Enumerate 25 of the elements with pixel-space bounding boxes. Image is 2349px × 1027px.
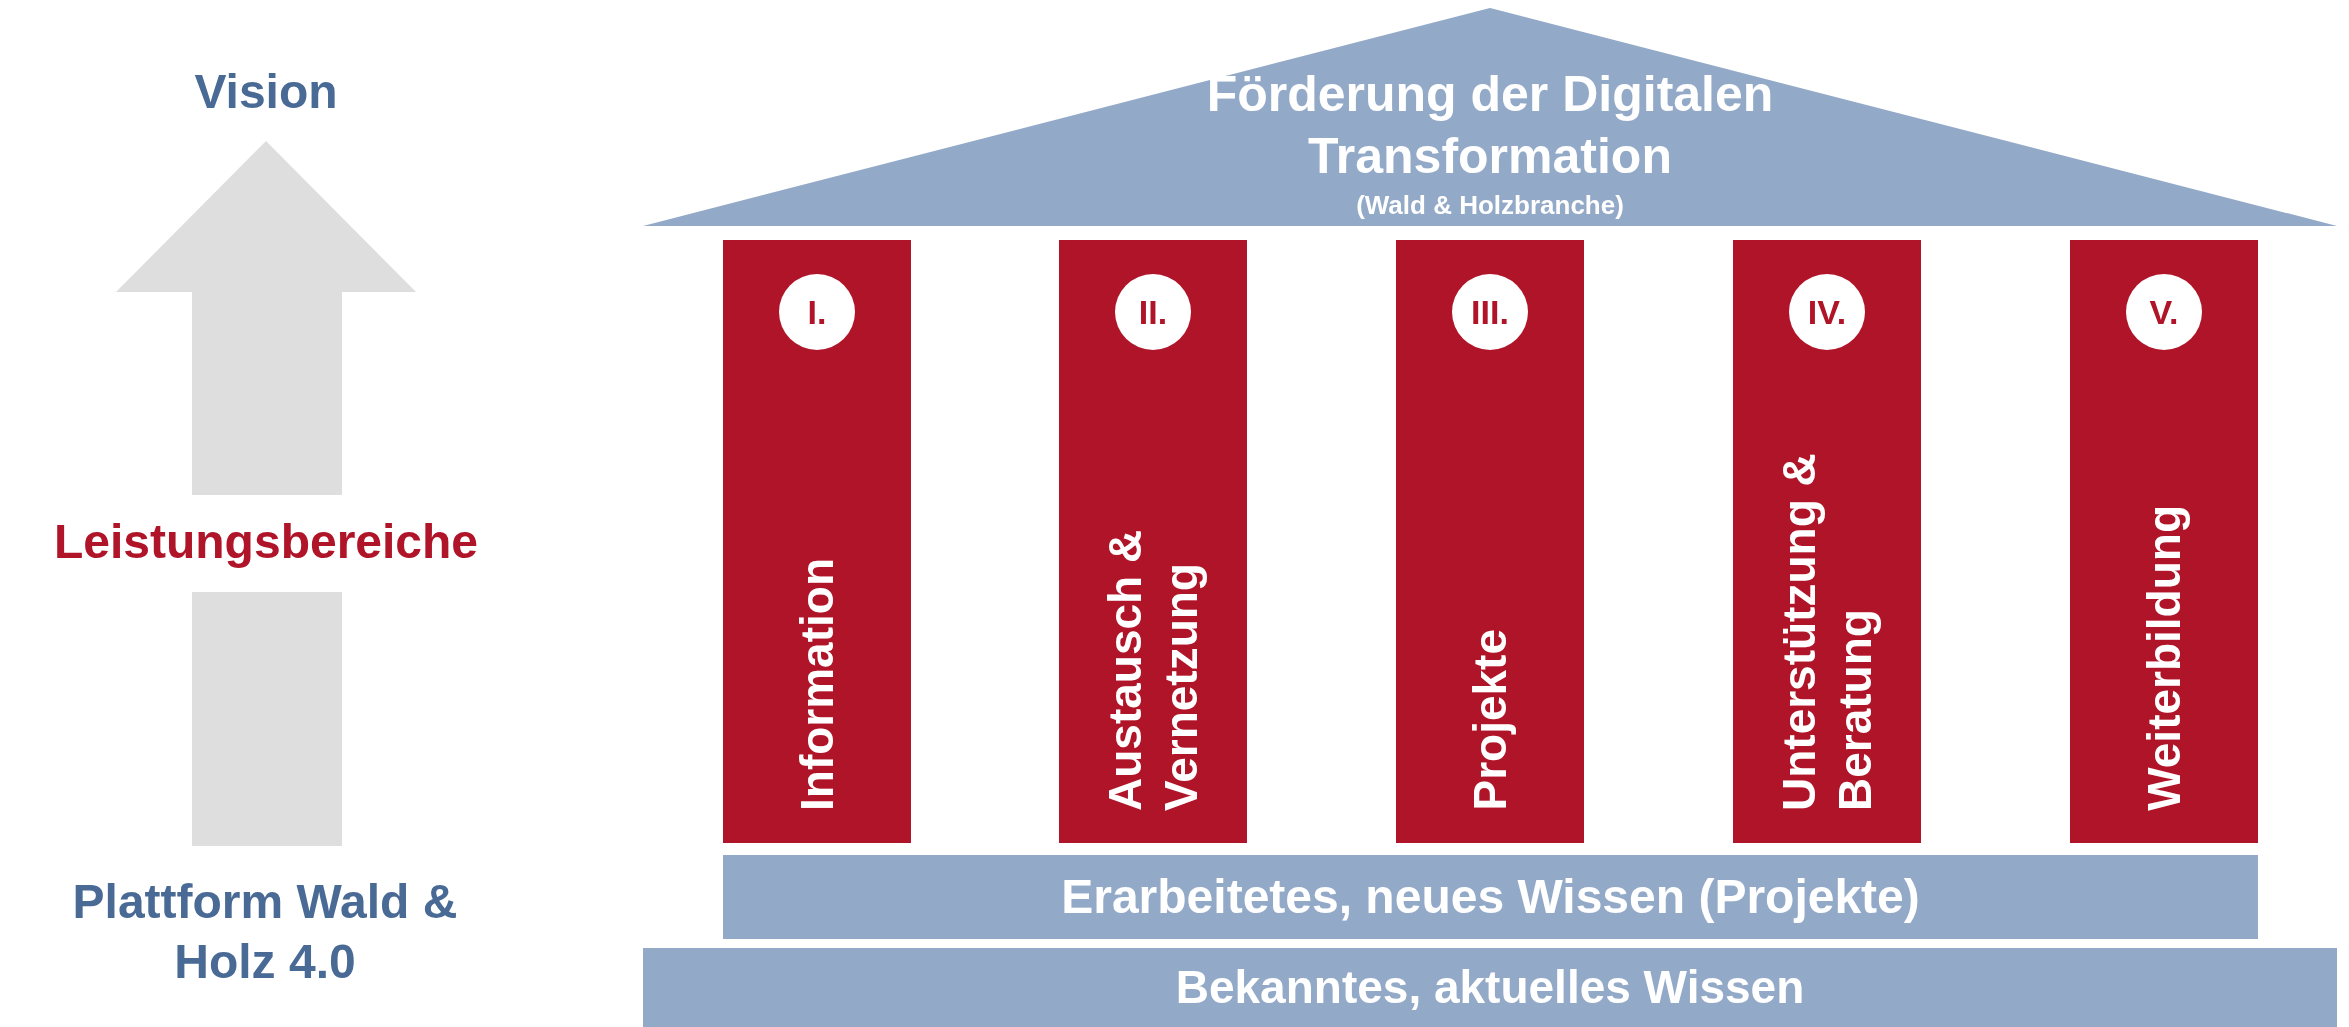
number-badge: V. (2126, 274, 2202, 350)
band-text: Erarbeitetes, neues Wissen (Projekte) (1060, 869, 1921, 925)
roof-subtitle: (Wald & Holzbranche) (1355, 190, 1625, 221)
platform-label: Plattform Wald & Holz 4.0 (71, 874, 459, 990)
pillar-label: Information (790, 558, 844, 811)
pillar (1396, 240, 1584, 843)
vision-label: Vision (193, 64, 339, 120)
pillar (723, 240, 911, 843)
pillar (1733, 240, 1921, 843)
pillar (1059, 240, 1247, 843)
pillar-label: Austausch & Vernetzung (1098, 528, 1208, 811)
roof-triangle (643, 8, 2337, 226)
level-label: Leistungsbereiche (52, 514, 480, 570)
foundation-band (643, 948, 2337, 1027)
pillar-label: Projekte (1463, 629, 1517, 811)
foundation-band (723, 855, 2258, 939)
roof-heading: Förderung der Digitalen Transformation (1205, 65, 1775, 186)
pillar (2070, 240, 2258, 843)
number-badge: III. (1452, 274, 1528, 350)
number-badge: II. (1115, 274, 1191, 350)
number-badge: I. (779, 274, 855, 350)
pillar-label: Unterstützung & Beratung (1772, 452, 1882, 811)
number-badge: IV. (1789, 274, 1865, 350)
band-text: Bekanntes, aktuelles Wissen (1174, 960, 1806, 1015)
pillar-label: Weiterbildung (2137, 505, 2191, 811)
